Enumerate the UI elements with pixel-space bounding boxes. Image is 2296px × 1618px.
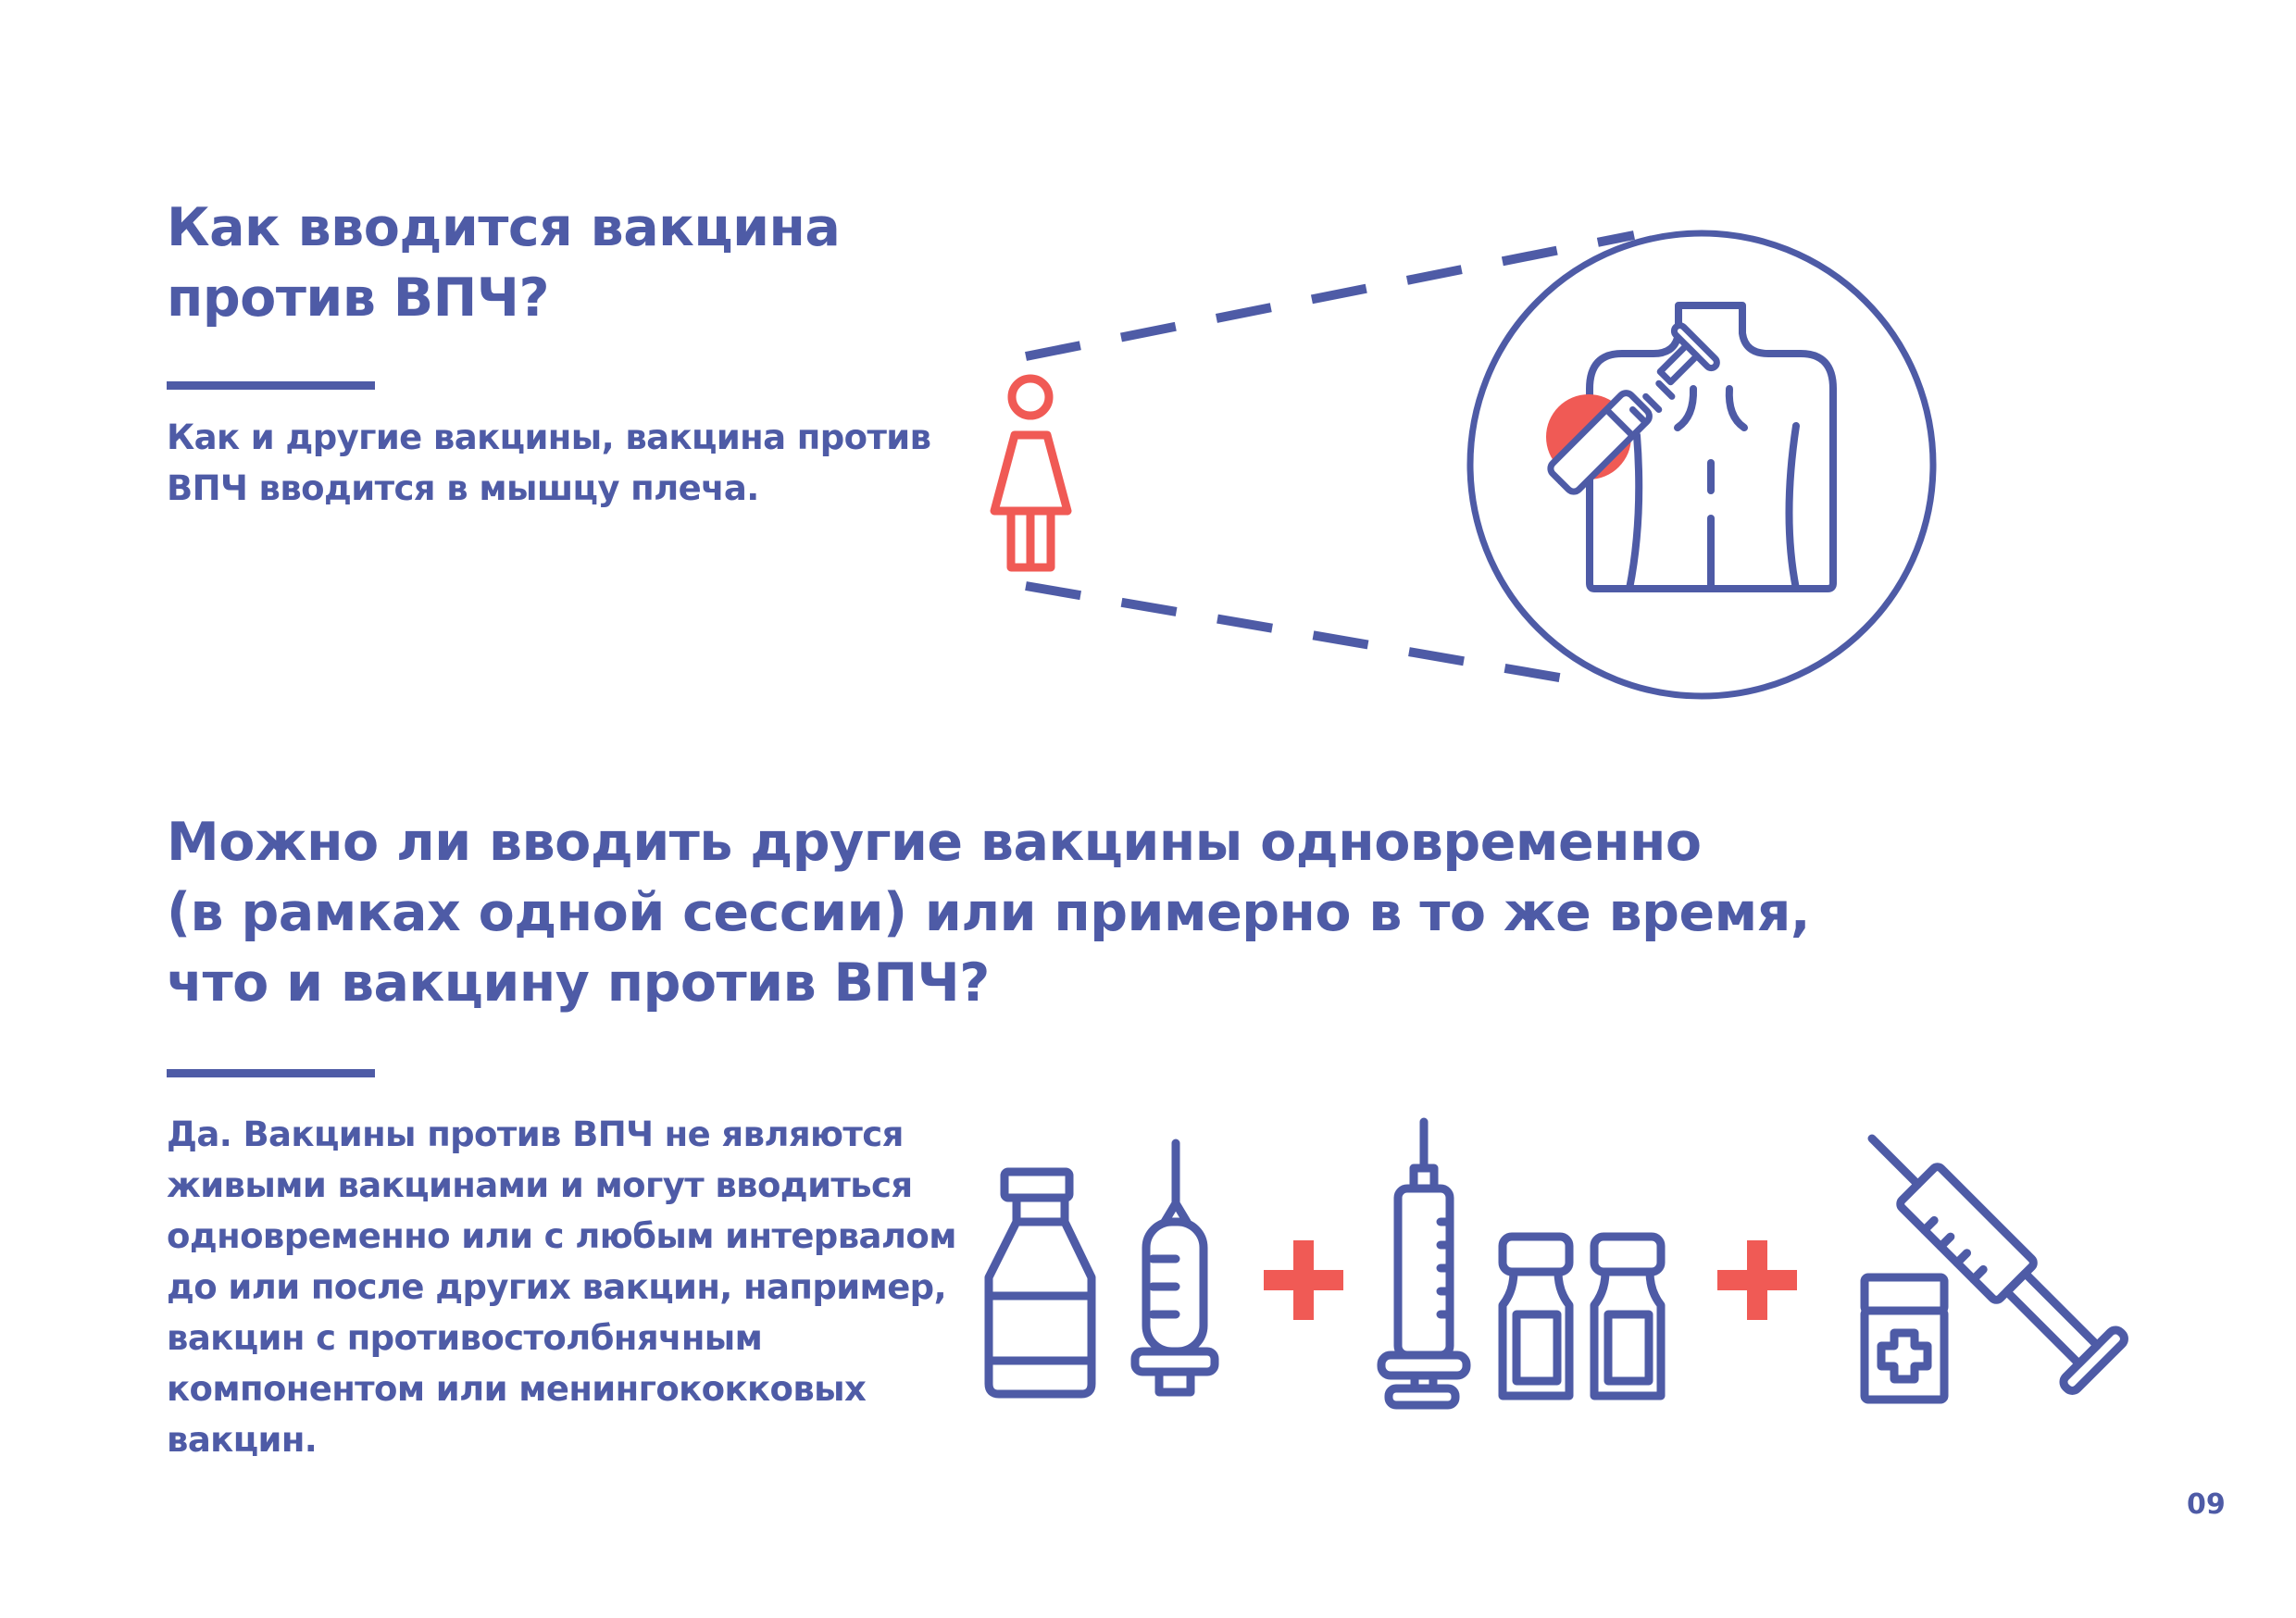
text-line: Да. Вакцины против ВПЧ не являются (167, 1114, 904, 1154)
plus-icon (1717, 1240, 1797, 1320)
page-number: 09 (2187, 1488, 2226, 1521)
vaccine-bottle-icon (984, 1167, 1096, 1399)
syringe-icon (1547, 322, 1720, 495)
ampoule-icon (1498, 1232, 1574, 1400)
title-line: (в рамках одной сессии) или примерно в т… (167, 882, 1810, 943)
title-line: что и вакцину против ВПЧ? (167, 952, 990, 1014)
section2-text: Да. Вакцины против ВПЧ не являются живым… (167, 1109, 956, 1465)
medicine-jar-icon (1860, 1273, 1949, 1404)
title-line: против ВПЧ? (167, 268, 550, 329)
text-line: вакцин с противостолбнячным (167, 1318, 763, 1358)
zoom-lines (1025, 230, 1635, 689)
title-line: Как вводится вакцина (167, 197, 841, 258)
text-line: одновременно или с любым интервалом (167, 1216, 956, 1256)
ampoule-icon (1590, 1232, 1666, 1400)
woman-icon (990, 374, 1072, 572)
syringe-icon (1867, 1134, 2128, 1395)
section1-text: Как и другие вакцины, вакцина против ВПЧ… (167, 412, 931, 514)
torso-icon (1586, 302, 1837, 592)
divider (167, 1069, 375, 1077)
plus-icon (1264, 1240, 1343, 1320)
title-line: Можно ли вводить другие вакцины одноврем… (167, 812, 1702, 873)
text-line: вакцин. (167, 1420, 318, 1460)
section1-title: Как вводится вакцина против ВПЧ? (167, 193, 841, 333)
text-line: до или после других вакцин, например, (167, 1267, 947, 1307)
divider (167, 381, 375, 390)
syringe-icon (1377, 1117, 1471, 1410)
section2-title: Можно ли вводить другие вакцины одноврем… (167, 807, 1810, 1018)
text-line: Как и другие вакцины, вакцина против (167, 417, 931, 457)
text-line: ВПЧ вводится в мышцу плеча. (167, 468, 759, 508)
text-line: живыми вакцинами и могут вводиться (167, 1165, 913, 1205)
syringe-icon (1130, 1139, 1219, 1397)
text-line: компонентом или менингококковых (167, 1369, 867, 1409)
